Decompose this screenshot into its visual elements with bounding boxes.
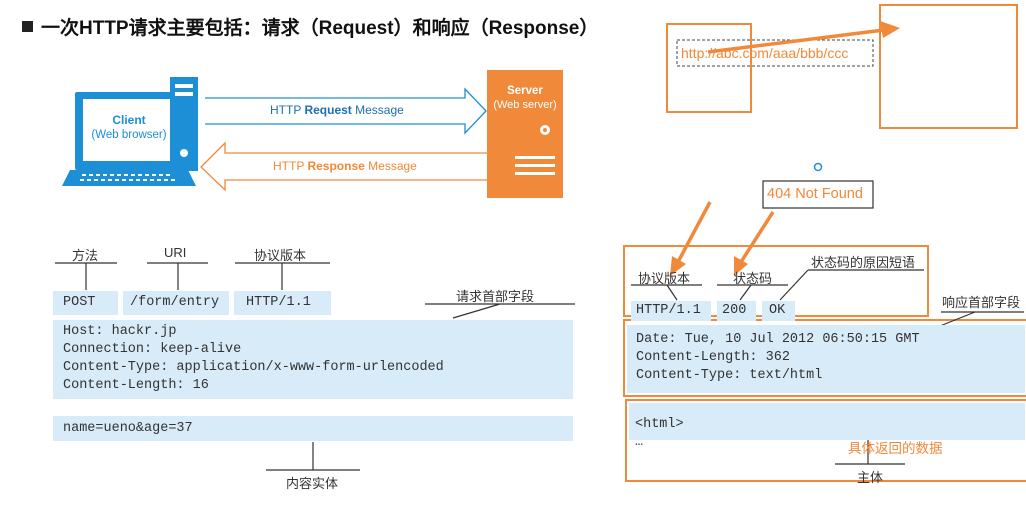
- response-reason: OK: [762, 301, 795, 321]
- response-body-note: 具体返回的数据: [848, 441, 943, 456]
- server-label: Server (Web server): [487, 84, 563, 112]
- response-status: 200: [717, 301, 756, 321]
- server-subtitle: (Web server): [493, 99, 557, 111]
- version-label: 协议版本: [254, 248, 307, 263]
- response-body-ellipsis: …: [635, 435, 644, 450]
- page-title: 一次HTTP请求主要包括：请求（Request）和响应（Response）: [22, 13, 598, 40]
- response-prefix: HTTP: [273, 159, 308, 173]
- not-found-text: 404 Not Found: [767, 186, 863, 202]
- response-suffix: Message: [364, 159, 417, 173]
- response-headers-label: 响应首部字段: [942, 295, 1021, 310]
- request-message-label: HTTP Request Message: [270, 103, 404, 117]
- response-header-line: Date: Tue, 10 Jul 2012 06:50:15 GMT: [636, 332, 920, 347]
- request-header-line: Content-Type: application/x-www-form-url…: [63, 360, 444, 375]
- cursor-mark: [813, 162, 823, 172]
- request-suffix: Message: [351, 103, 404, 117]
- uri-label: URI: [164, 245, 187, 260]
- response-body-line: <html>: [635, 417, 684, 432]
- response-header-line: Content-Length: 362: [636, 350, 790, 365]
- title-text: 一次HTTP请求主要包括：请求（Request）和响应（Response）: [41, 18, 599, 39]
- response-headers: Date: Tue, 10 Jul 2012 06:50:15 GMT Cont…: [627, 325, 1025, 393]
- response-message-label: HTTP Response Message: [273, 159, 417, 173]
- request-body-label: 内容实体: [286, 476, 339, 491]
- request-headers: Host: hackr.jp Connection: keep-alive Co…: [53, 320, 573, 399]
- response-version: HTTP/1.1: [631, 301, 711, 321]
- response-header-line: Content-Type: text/html: [636, 368, 823, 383]
- client-label: Client (Web browser): [83, 113, 175, 143]
- response-version-label: 协议版本: [638, 271, 691, 286]
- request-uri: /form/entry: [123, 291, 229, 315]
- request-header-line: Connection: keep-alive: [63, 342, 242, 357]
- request-prefix: HTTP: [270, 103, 305, 117]
- server-title: Server: [507, 85, 543, 97]
- bullet-icon: [22, 21, 33, 32]
- response-bold: Response: [307, 159, 365, 173]
- request-header-line: Content-Length: 16: [63, 378, 209, 393]
- request-version: HTTP/1.1: [234, 291, 331, 315]
- reason-phrase-label: 状态码的原因短语: [811, 255, 916, 270]
- status-code-label: 状态码: [733, 271, 773, 286]
- request-headers-label: 请求首部字段: [456, 289, 535, 304]
- server-icon: [487, 70, 563, 198]
- url-text[interactable]: http://abc.com/aaa/bbb/ccc: [681, 45, 849, 61]
- request-bold: Request: [304, 103, 352, 117]
- client-subtitle: (Web browser): [91, 129, 167, 141]
- client-title: Client: [112, 113, 146, 127]
- request-header-line: Host: hackr.jp: [63, 324, 177, 339]
- request-body: name=ueno&age=37: [53, 416, 573, 441]
- client-computer-icon: [62, 77, 198, 186]
- request-arrow: [205, 87, 487, 135]
- response-body: <html>: [629, 403, 1025, 440]
- method-label: 方法: [72, 248, 99, 263]
- response-body-label: 主体: [857, 470, 884, 485]
- request-method: POST: [53, 291, 118, 315]
- response-arrow: [200, 141, 487, 192]
